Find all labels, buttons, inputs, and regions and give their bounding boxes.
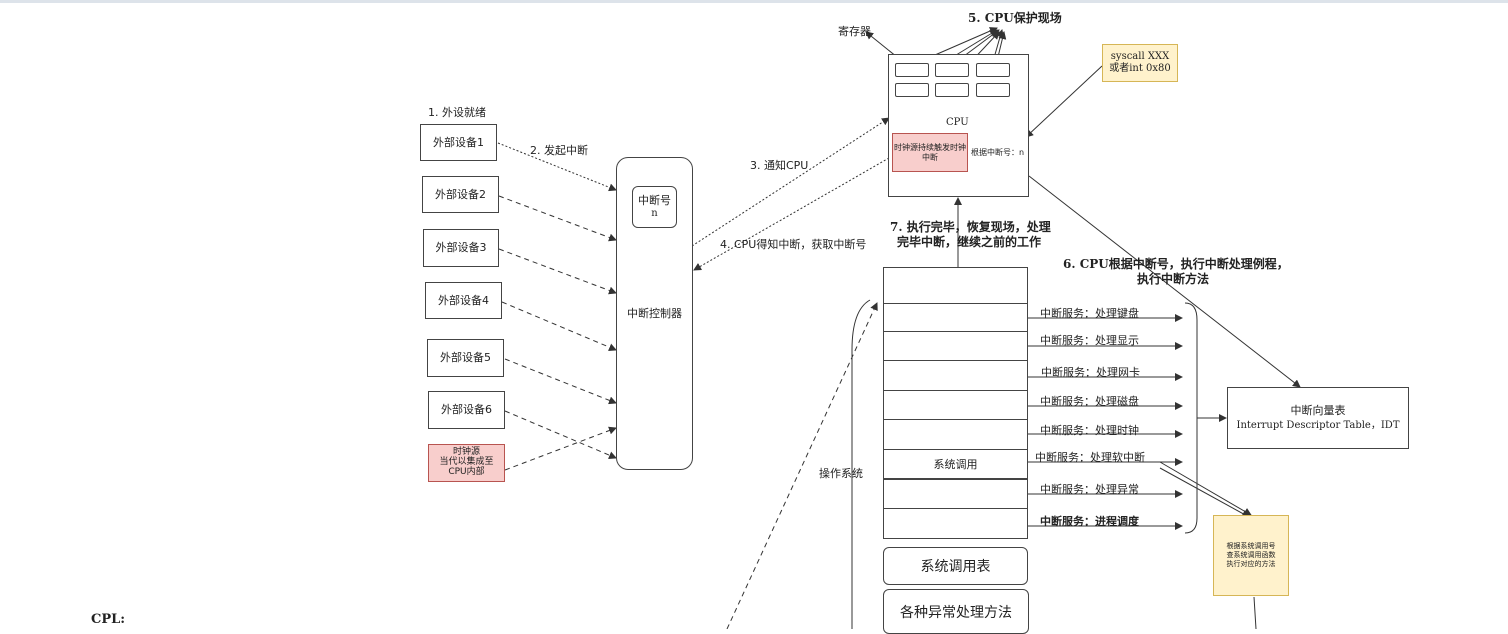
syscall-table-box: 系统调用表 xyxy=(883,547,1028,585)
cpu-clock-line1: 时钟源持续触发时钟 xyxy=(894,142,966,152)
step7-label-line2: 完毕中断，继续之前的工作 xyxy=(897,235,1042,249)
cpl-label: CPL: xyxy=(91,612,126,627)
syscall-note: 根据系统调用号 查系统调用函数 执行对应的方法 xyxy=(1213,515,1289,596)
os-label: 操作系统 xyxy=(819,467,863,480)
os-stack-cell xyxy=(883,303,1028,332)
syscall-note-line1: 根据系统调用号 xyxy=(1226,541,1276,550)
registers-label: 寄存器 xyxy=(838,25,871,38)
irq-line1: 中断号 xyxy=(638,194,671,208)
step2-label: 2. 发起中断 xyxy=(530,144,588,157)
os-syscall-cell: 系统调用 xyxy=(883,449,1028,479)
clock-source-arrow xyxy=(504,426,617,471)
service-scheduler: 中断服务：进程调度 xyxy=(1040,515,1139,528)
step1-label: 1. 外设就绪 xyxy=(428,106,486,119)
register xyxy=(895,83,929,97)
syscall-note-line2: 查系统调用函数 xyxy=(1226,550,1276,559)
device5-arrow xyxy=(504,358,617,405)
top-bar xyxy=(0,0,1508,3)
service-exception: 中断服务：处理异常 xyxy=(1040,483,1139,496)
irq-number-box: 中断号 n xyxy=(632,186,677,228)
register xyxy=(976,83,1010,97)
device-1: 外部设备1 xyxy=(420,124,497,161)
register xyxy=(935,63,969,77)
cpu-clock-box: 时钟源持续触发时钟 中断 xyxy=(892,133,968,172)
register xyxy=(935,83,969,97)
device1-arrow xyxy=(497,142,617,192)
os-stack-cell xyxy=(883,331,1028,361)
irq-line2: n xyxy=(651,207,658,219)
note-tail xyxy=(1253,596,1257,629)
device-2: 外部设备2 xyxy=(422,176,499,213)
controller-label: 中断控制器 xyxy=(627,306,682,320)
device-6: 外部设备6 xyxy=(428,391,505,429)
step7-label-line1: 7. 执行完毕，恢复现场，处理 xyxy=(890,220,1051,234)
device-3: 外部设备3 xyxy=(423,229,499,267)
service-disk: 中断服务：处理磁盘 xyxy=(1040,395,1139,408)
service-soft-interrupt: 中断服务：处理软中断 xyxy=(1035,451,1145,464)
register xyxy=(976,63,1010,77)
cpu-clock-line2: 中断 xyxy=(922,152,938,162)
device-5: 外部设备5 xyxy=(427,339,504,377)
service-nic: 中断服务：处理网卡 xyxy=(1041,366,1140,379)
cpu-irq-label: 根据中断号：n xyxy=(971,148,1025,157)
register xyxy=(895,63,929,77)
step4-label: 4. CPU得知中断，获取中断号 xyxy=(720,238,867,251)
idt-line1: 中断向量表 xyxy=(1290,404,1346,418)
step3-label: 3. 通知CPU xyxy=(750,159,809,172)
device-4: 外部设备4 xyxy=(425,282,502,319)
idt-line2: Interrupt Descriptor Table，IDT xyxy=(1236,419,1400,431)
os-stack-cell xyxy=(883,390,1028,420)
clock-source-line3: CPU内部 xyxy=(448,466,485,477)
step6-label-line2: 执行中断方法 xyxy=(1137,272,1210,286)
syscall-box: syscall XXX 或者int 0x80 xyxy=(1102,44,1178,82)
service-keyboard: 中断服务：处理键盘 xyxy=(1040,307,1139,320)
cpu-to-idt-arrow xyxy=(1028,175,1301,388)
os-stack-cell xyxy=(883,360,1028,391)
os-stack-cell xyxy=(883,419,1028,450)
exception-handlers-box: 各种异常处理方法 xyxy=(883,589,1029,634)
service-display: 中断服务：处理显示 xyxy=(1040,334,1139,347)
device2-arrow xyxy=(498,195,617,242)
syscall-line1: syscall XXX xyxy=(1110,51,1170,62)
clock-source-box: 时钟源 当代以集成至 CPU内部 xyxy=(428,444,505,482)
clock-source-line1: 时钟源 xyxy=(452,447,480,458)
os-stack-top xyxy=(883,267,1028,304)
fetch-irq-arrow xyxy=(693,157,890,271)
os-bracket xyxy=(851,299,871,629)
device4-arrow xyxy=(501,301,617,351)
cpu-box xyxy=(888,54,1029,197)
idt-box: 中断向量表 Interrupt Descriptor Table，IDT xyxy=(1227,387,1409,449)
os-stack-cell xyxy=(883,479,1028,509)
register-label-arrow xyxy=(865,31,898,58)
syscall-note-line3: 执行对应的方法 xyxy=(1226,560,1276,569)
step6-label-line1: 6. CPU根据中断号，执行中断处理例程， xyxy=(1063,257,1289,271)
step5-label: 5. CPU保护现场 xyxy=(968,11,1062,25)
syscall-line2: 或者int 0x80 xyxy=(1109,63,1171,74)
services-brace xyxy=(1184,302,1198,534)
notify-cpu-arrow xyxy=(691,117,890,247)
device6-arrow xyxy=(504,410,617,459)
device3-arrow xyxy=(498,248,617,295)
service-clock: 中断服务：处理时钟 xyxy=(1040,424,1139,437)
os-scheduler-cell xyxy=(883,508,1028,539)
cpu-title: CPU xyxy=(946,117,969,128)
clock-source-line2: 当代以集成至 xyxy=(439,457,494,468)
syscall-arrow xyxy=(1025,65,1103,138)
